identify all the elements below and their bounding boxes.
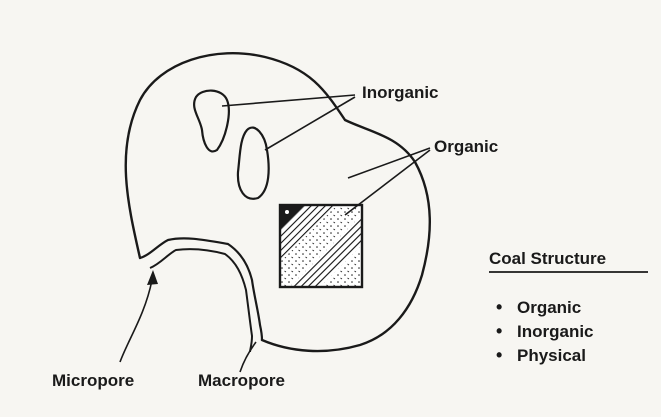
legend: Coal Structure • Organic • Inorganic • P… [489, 249, 648, 365]
legend-bullet: • [496, 297, 502, 317]
inorganic-inclusion-1 [194, 91, 229, 152]
organic-maceral-square [280, 205, 362, 287]
macropore-outline [140, 238, 262, 340]
macropore-arrow [240, 342, 256, 372]
label-micropore: Micropore [52, 371, 134, 390]
legend-bullet: • [496, 321, 502, 341]
micropore-channel [150, 249, 252, 352]
label-organic: Organic [434, 137, 498, 156]
legend-bullet: • [496, 345, 502, 365]
legend-item-organic: Organic [517, 298, 581, 317]
organic-leader-1 [348, 148, 430, 178]
legend-title: Coal Structure [489, 249, 606, 268]
label-inorganic: Inorganic [362, 83, 439, 102]
inorganic-inclusion-2 [238, 128, 269, 199]
micropore-arrow [120, 280, 152, 362]
organic-leader-2 [345, 150, 430, 215]
inorganic-leader-2 [265, 97, 355, 150]
legend-item-inorganic: Inorganic [517, 322, 594, 341]
label-macropore: Macropore [198, 371, 285, 390]
micropore-arrowhead [147, 270, 158, 285]
legend-item-physical: Physical [517, 346, 586, 365]
